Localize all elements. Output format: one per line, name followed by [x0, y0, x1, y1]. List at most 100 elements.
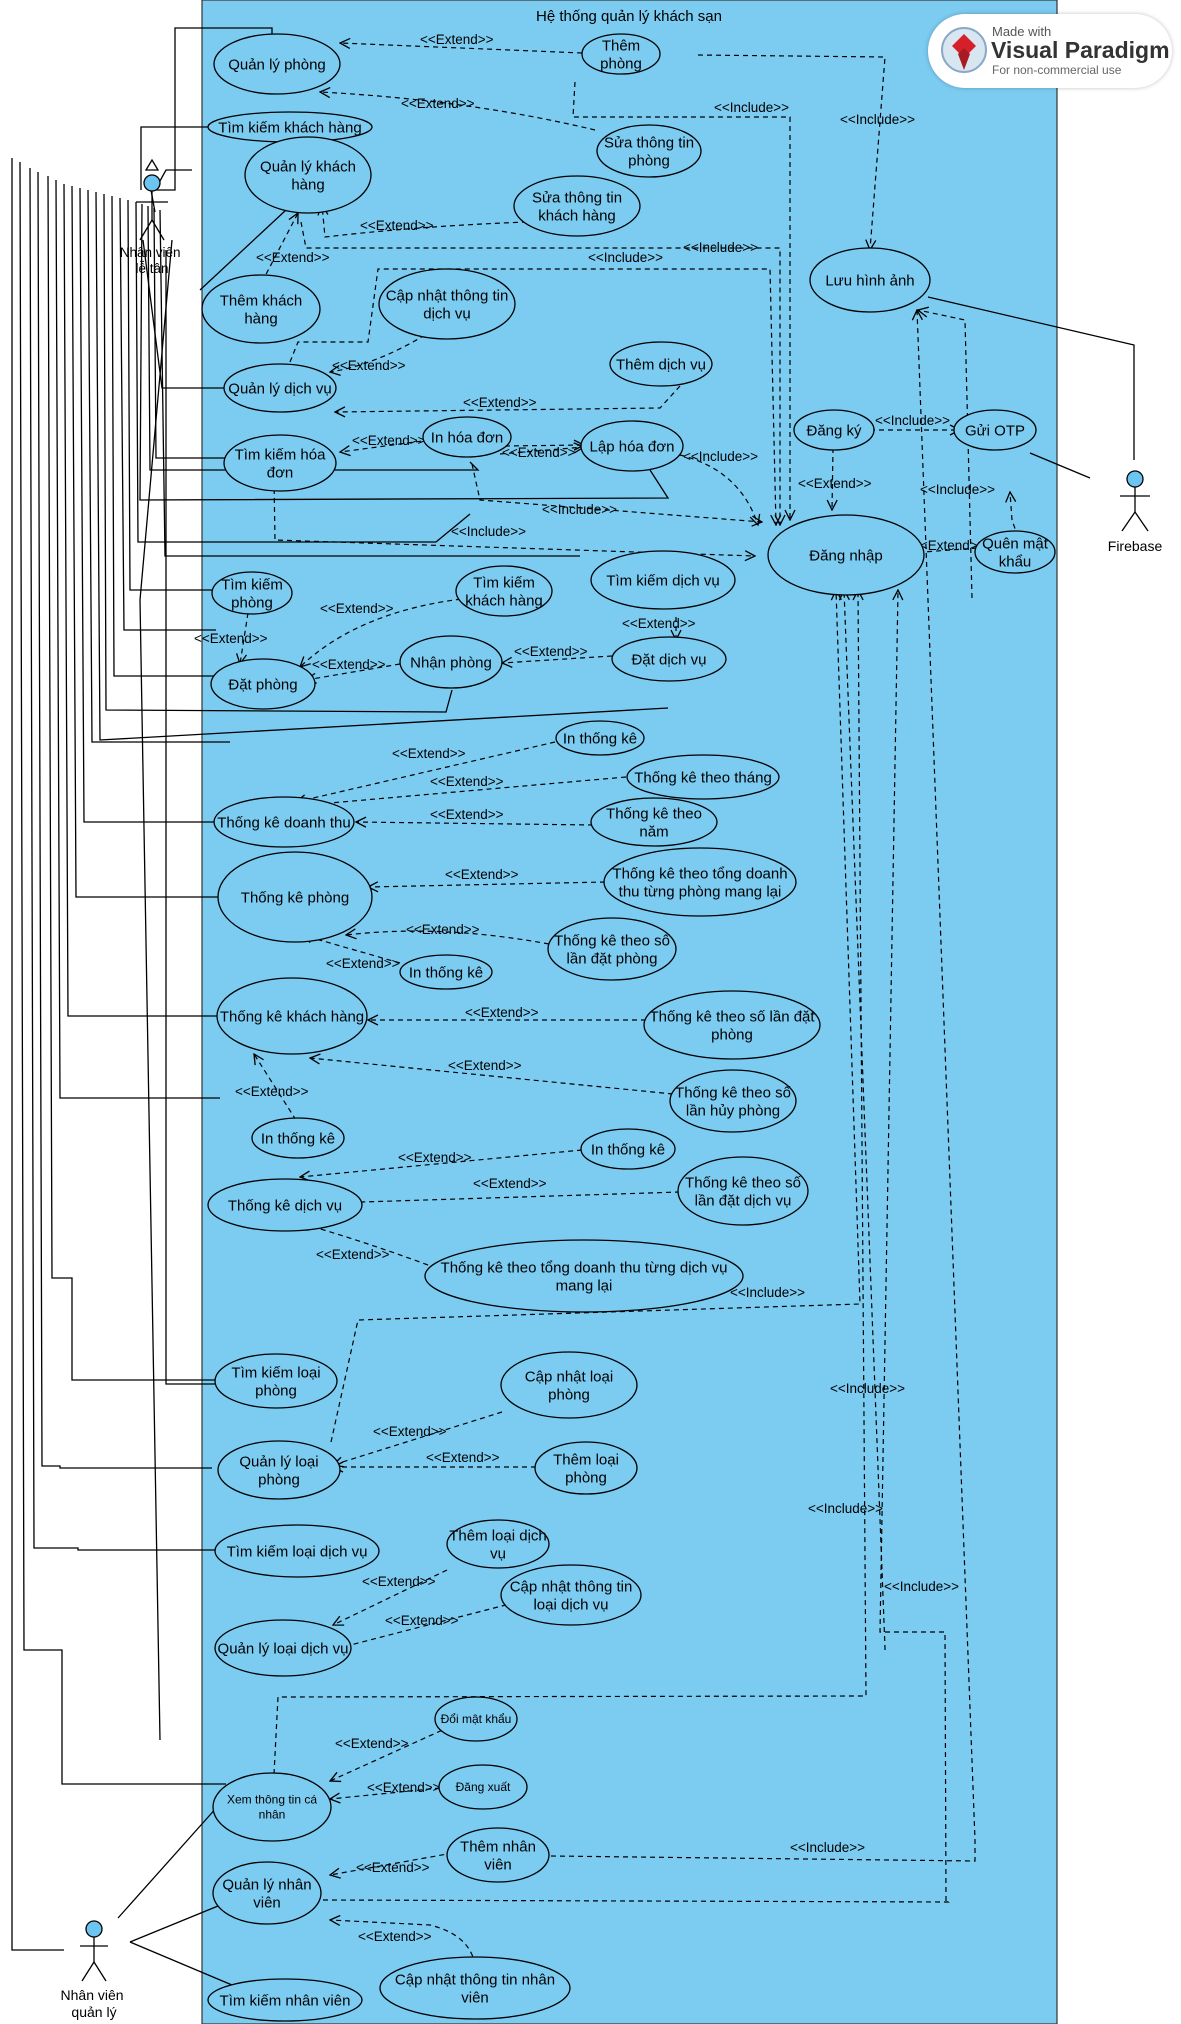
- use-case-ellipse: [603, 847, 797, 917]
- use-case-label-line: khẩu: [999, 553, 1032, 570]
- actor-manager[interactable]: [80, 1920, 108, 1982]
- use-case-ellipse: [399, 954, 493, 990]
- use-case-doi-mat-khau[interactable]: Đổi mật khẩu: [434, 1696, 518, 1742]
- use-case-dang-xuat[interactable]: Đăng xuất: [438, 1764, 528, 1810]
- use-case-label-line: Thống kê phòng: [241, 889, 349, 906]
- use-case-in-thong-ke-1[interactable]: In thống kê: [555, 720, 645, 756]
- use-case-in-thong-ke-4[interactable]: In thống kê: [580, 1128, 676, 1170]
- extend-label: <<Extend>>: [398, 1150, 472, 1165]
- extend-label: <<Extend>>: [385, 1613, 459, 1628]
- use-case-label-line: Đăng ký: [806, 422, 862, 439]
- use-case-label-line: phòng: [548, 1386, 590, 1403]
- use-case-gui-otp[interactable]: Gửi OTP: [953, 409, 1037, 451]
- use-case-ellipse: [223, 363, 337, 413]
- use-case-tim-kiem-dich-vu[interactable]: Tìm kiếm dịch vụ: [590, 550, 736, 610]
- actor-firebase[interactable]: [1120, 470, 1150, 532]
- use-case-label-line: Thống kê doanh thu: [217, 814, 350, 831]
- use-case-label-line: phòng: [255, 1382, 297, 1399]
- include-label: <<Include>>: [808, 1501, 883, 1516]
- use-case-dat-dich-vu[interactable]: Đặt dịch vụ: [611, 636, 727, 682]
- use-case-ellipse: [669, 1069, 797, 1133]
- use-case-label-line: lần hủy phòng: [686, 1102, 780, 1119]
- use-case-quan-ly-loai-dich-vu[interactable]: Quản lý loại dịch vụ: [214, 1619, 352, 1677]
- use-case-lap-hoa-don[interactable]: Lập hóa đơn: [580, 420, 684, 472]
- extend-label: <<Extend>>: [430, 774, 504, 789]
- use-case-label-line: Quản lý phòng: [228, 56, 326, 73]
- include-label: <<Include>>: [830, 1381, 905, 1396]
- use-case-dang-ky[interactable]: Đăng ký: [793, 409, 875, 451]
- use-case-ellipse: [590, 797, 718, 847]
- use-case-label-line: Thống kê dịch vụ: [228, 1197, 342, 1214]
- use-case-luu-hinh-anh[interactable]: Lưu hình ảnh: [809, 247, 931, 313]
- use-case-label-line: Tìm kiếm nhân viên: [220, 1992, 351, 2009]
- use-case-them-dich-vu[interactable]: Thêm dịch vụ: [609, 341, 713, 387]
- use-case-tim-kiem-nhan-vien[interactable]: Tìm kiếm nhân viên: [207, 1978, 363, 2022]
- use-case-label: Thống kê theo tổng doanh thu từng dịch v…: [441, 1259, 728, 1294]
- include-label: <<Include>>: [840, 112, 915, 127]
- use-case-label-line: dịch vụ: [423, 305, 471, 322]
- use-case-tim-kiem-loai-dich-vu[interactable]: Tìm kiếm loại dịch vụ: [214, 1524, 380, 1578]
- use-case-dang-nhap[interactable]: Đăng nhập: [767, 514, 925, 596]
- extend-label: <<Extend>>: [367, 1780, 441, 1795]
- use-case-tk-tong-doanh-thu-dich-vu[interactable]: Thống kê theo tổng doanh thu từng dịch v…: [424, 1239, 744, 1313]
- extend-label: <<Extend>>: [401, 96, 475, 111]
- use-case-nhan-phong[interactable]: Nhận phòng: [399, 635, 503, 689]
- use-case-thong-ke-doanh-thu[interactable]: Thống kê doanh thu: [213, 796, 355, 848]
- use-case-in-thong-ke-3[interactable]: In thống kê: [251, 1117, 345, 1159]
- use-case-ellipse: [217, 1440, 341, 1500]
- use-case-thong-ke-dich-vu[interactable]: Thống kê dịch vụ: [207, 1178, 363, 1232]
- use-case-quan-ly-phong[interactable]: Quản lý phòng: [213, 33, 341, 95]
- use-case-label-line: Đặt phòng: [228, 676, 297, 693]
- use-case-label-line: Xem thông tin cá: [227, 1793, 317, 1807]
- use-case-ellipse: [677, 1156, 809, 1226]
- actor-manager-label: Nhân viên quản lý: [61, 1987, 128, 2020]
- use-case-quan-ly-dich-vu[interactable]: Quản lý dịch vụ: [223, 363, 337, 413]
- use-case-label-line: Thống kê theo tổng doanh: [612, 865, 787, 882]
- use-case-thong-ke-phong[interactable]: Thống kê phòng: [217, 851, 373, 943]
- use-case-ellipse: [596, 124, 702, 178]
- actor-reception[interactable]: [136, 158, 168, 241]
- use-case-tim-kiem-khach-hang[interactable]: Tìm kiếm khách hàng: [207, 111, 373, 143]
- use-case-in-hoa-don[interactable]: In hóa đơn: [422, 416, 512, 458]
- use-case-thong-ke-theo-thang[interactable]: Thống kê theo tháng: [626, 754, 780, 800]
- use-case-in-thong-ke-2[interactable]: In thống kê: [399, 954, 493, 990]
- use-case-dat-phong[interactable]: Đặt phòng: [210, 658, 316, 710]
- use-case-ellipse: [379, 1956, 571, 2020]
- actor-firebase-label: Firebase: [1108, 538, 1163, 554]
- extend-label: <<Extend>>: [798, 476, 872, 491]
- use-case-thong-ke-khach-hang[interactable]: Thống kê khách hàng: [216, 977, 368, 1055]
- use-case-label: Thống kê dịch vụ: [228, 1197, 342, 1214]
- use-case-label-line: In thống kê: [261, 1130, 335, 1147]
